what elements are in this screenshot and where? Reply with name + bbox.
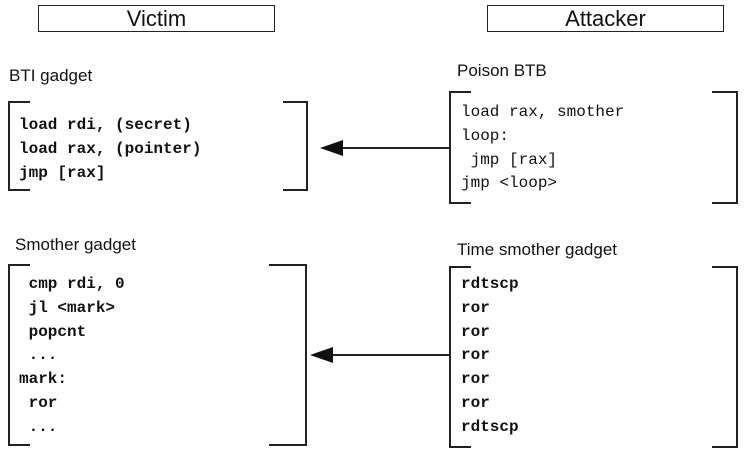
bti-gadget-right-bracket [283, 101, 308, 191]
arrow-poison-to-bti-head [320, 140, 343, 156]
smother-gadget-right-bracket [269, 264, 307, 446]
smother-gadget-left-bracket [8, 264, 30, 446]
time-smother-right-bracket [712, 266, 738, 448]
poison-btb-label: Poison BTB [457, 61, 547, 80]
time-smother-gadget-code: rdtscp ror ror ror ror ror rdtscp [461, 275, 519, 436]
smother-gadget-label: Smother gadget [15, 235, 136, 254]
victim-title: Victim [126, 5, 187, 31]
smother-gadget-code: cmp rdi, 0 jl <mark> popcnt ... mark: ro… [19, 275, 125, 436]
bti-gadget-label: BTI gadget [9, 66, 93, 85]
bti-gadget-left-bracket [8, 101, 30, 191]
poison-btb-code: load rax, smother loop: jmp [rax] jmp <l… [461, 103, 625, 193]
victim-header: Victim [38, 5, 275, 32]
attacker-title: Attacker [565, 5, 646, 31]
time-smother-gadget-label: Time smother gadget [457, 240, 617, 259]
poison-btb-right-bracket [712, 91, 738, 204]
time-smother-left-bracket [449, 266, 471, 448]
bti-gadget-code: load rdi, (secret) load rax, (pointer) j… [19, 116, 202, 182]
attacker-header: Attacker [487, 5, 724, 32]
arrow-time-to-smother-head [310, 347, 333, 363]
